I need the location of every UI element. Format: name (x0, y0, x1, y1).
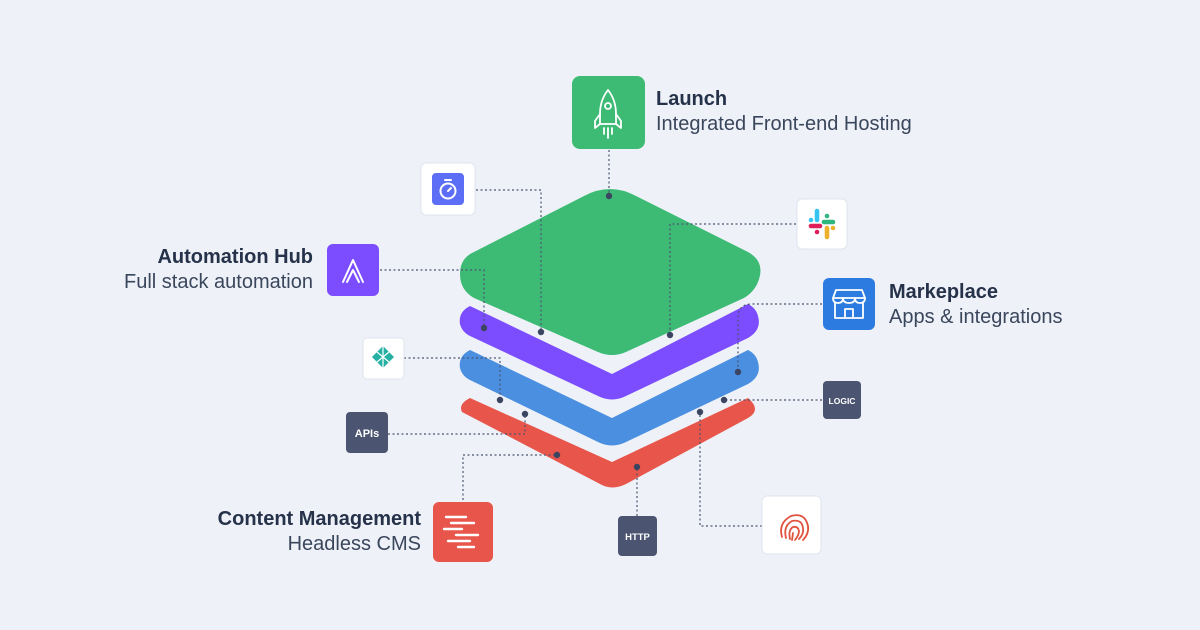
automation-icon (342, 259, 364, 283)
connector-dot (696, 408, 704, 416)
netlify-integration-tile (362, 337, 405, 380)
stopwatch-icon (439, 179, 457, 200)
http-tag-label: HTTP (625, 532, 650, 543)
fingerprint-icon (780, 514, 810, 541)
storefront-icon (832, 289, 866, 319)
connector-dot (633, 463, 641, 471)
automation-title: Automation Hub (157, 246, 313, 268)
content-tile (433, 502, 493, 562)
automation-tile (327, 244, 379, 296)
layer-marketplace (459, 350, 759, 446)
launch-tile (572, 76, 645, 149)
connector-netlify (404, 357, 501, 400)
connector-dot (605, 192, 613, 200)
connector-marketplace (737, 303, 822, 372)
content-title: Content Management (217, 508, 421, 530)
fingerprint-integration-tile (761, 495, 822, 555)
logic-tag-label: LOGIC (829, 396, 856, 406)
timer-integration-tile (420, 162, 476, 216)
content-label: Content Management Headless CMS (218, 507, 421, 557)
apis-tag: APIs (346, 412, 388, 453)
automation-subtitle: Full stack automation (124, 271, 313, 293)
connector-dot (734, 368, 742, 376)
marketplace-label: Markeplace Apps & integrations (889, 280, 1062, 330)
automation-label: Automation Hub Full stack automation (124, 245, 313, 295)
connector-dots (480, 192, 742, 471)
launch-subtitle: Integrated Front-end Hosting (656, 113, 912, 135)
connectors (380, 150, 822, 527)
rocket-icon (594, 89, 622, 139)
marketplace-subtitle: Apps & integrations (889, 306, 1063, 328)
launch-title: Launch (656, 88, 728, 110)
cms-icon (442, 515, 480, 549)
connector-content (462, 454, 557, 500)
connector-dot (480, 324, 488, 332)
connector-dot (553, 451, 561, 459)
connector-timer (476, 189, 542, 332)
slack-integration-tile (796, 198, 848, 250)
content-subtitle: Headless CMS (287, 533, 421, 555)
apis-tag-label: APIs (355, 428, 379, 440)
connector-dot (496, 396, 504, 404)
connector-dot (666, 331, 674, 339)
connector-automation (380, 269, 485, 328)
marketplace-tile (823, 278, 875, 330)
layer-automation-hub (459, 304, 759, 400)
connector-dot (521, 410, 529, 418)
launch-label: Launch Integrated Front-end Hosting (656, 87, 912, 137)
logic-tag: LOGIC (823, 381, 861, 419)
connector-slack (669, 223, 796, 335)
connector-dot (537, 328, 545, 336)
slack-icon (808, 208, 836, 240)
layer-launch (460, 189, 761, 355)
connector-dot (720, 396, 728, 404)
layer-content-management (461, 398, 755, 488)
marketplace-title: Markeplace (889, 281, 998, 303)
netlify-icon (372, 346, 394, 368)
connector-apis (388, 414, 526, 435)
http-tag: HTTP (618, 516, 657, 556)
